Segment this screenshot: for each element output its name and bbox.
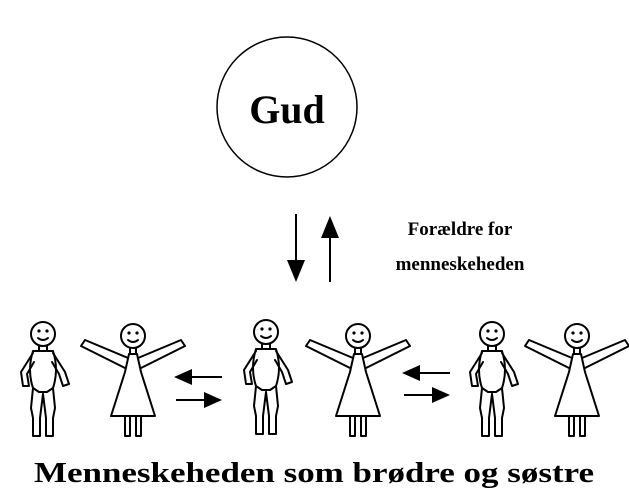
arrow-pair-left <box>174 369 222 408</box>
figure-woman-1 <box>80 323 186 437</box>
relation-label-line1: Forældre for <box>408 219 513 240</box>
god-node: Gud <box>216 36 358 178</box>
figure-man-1 <box>20 321 70 437</box>
up-arrow <box>321 216 339 282</box>
arrow-pair-right <box>402 365 450 403</box>
figure-woman-3 <box>524 323 629 437</box>
god-label: Gud <box>249 87 325 132</box>
caption: Menneskeheden som brødre og søstre <box>34 457 594 489</box>
figure-woman-2 <box>305 323 411 437</box>
down-arrow <box>287 214 305 282</box>
relation-label-line2: menneskeheden <box>396 254 525 275</box>
figure-man-2 <box>243 319 293 435</box>
figure-man-3 <box>469 321 519 437</box>
